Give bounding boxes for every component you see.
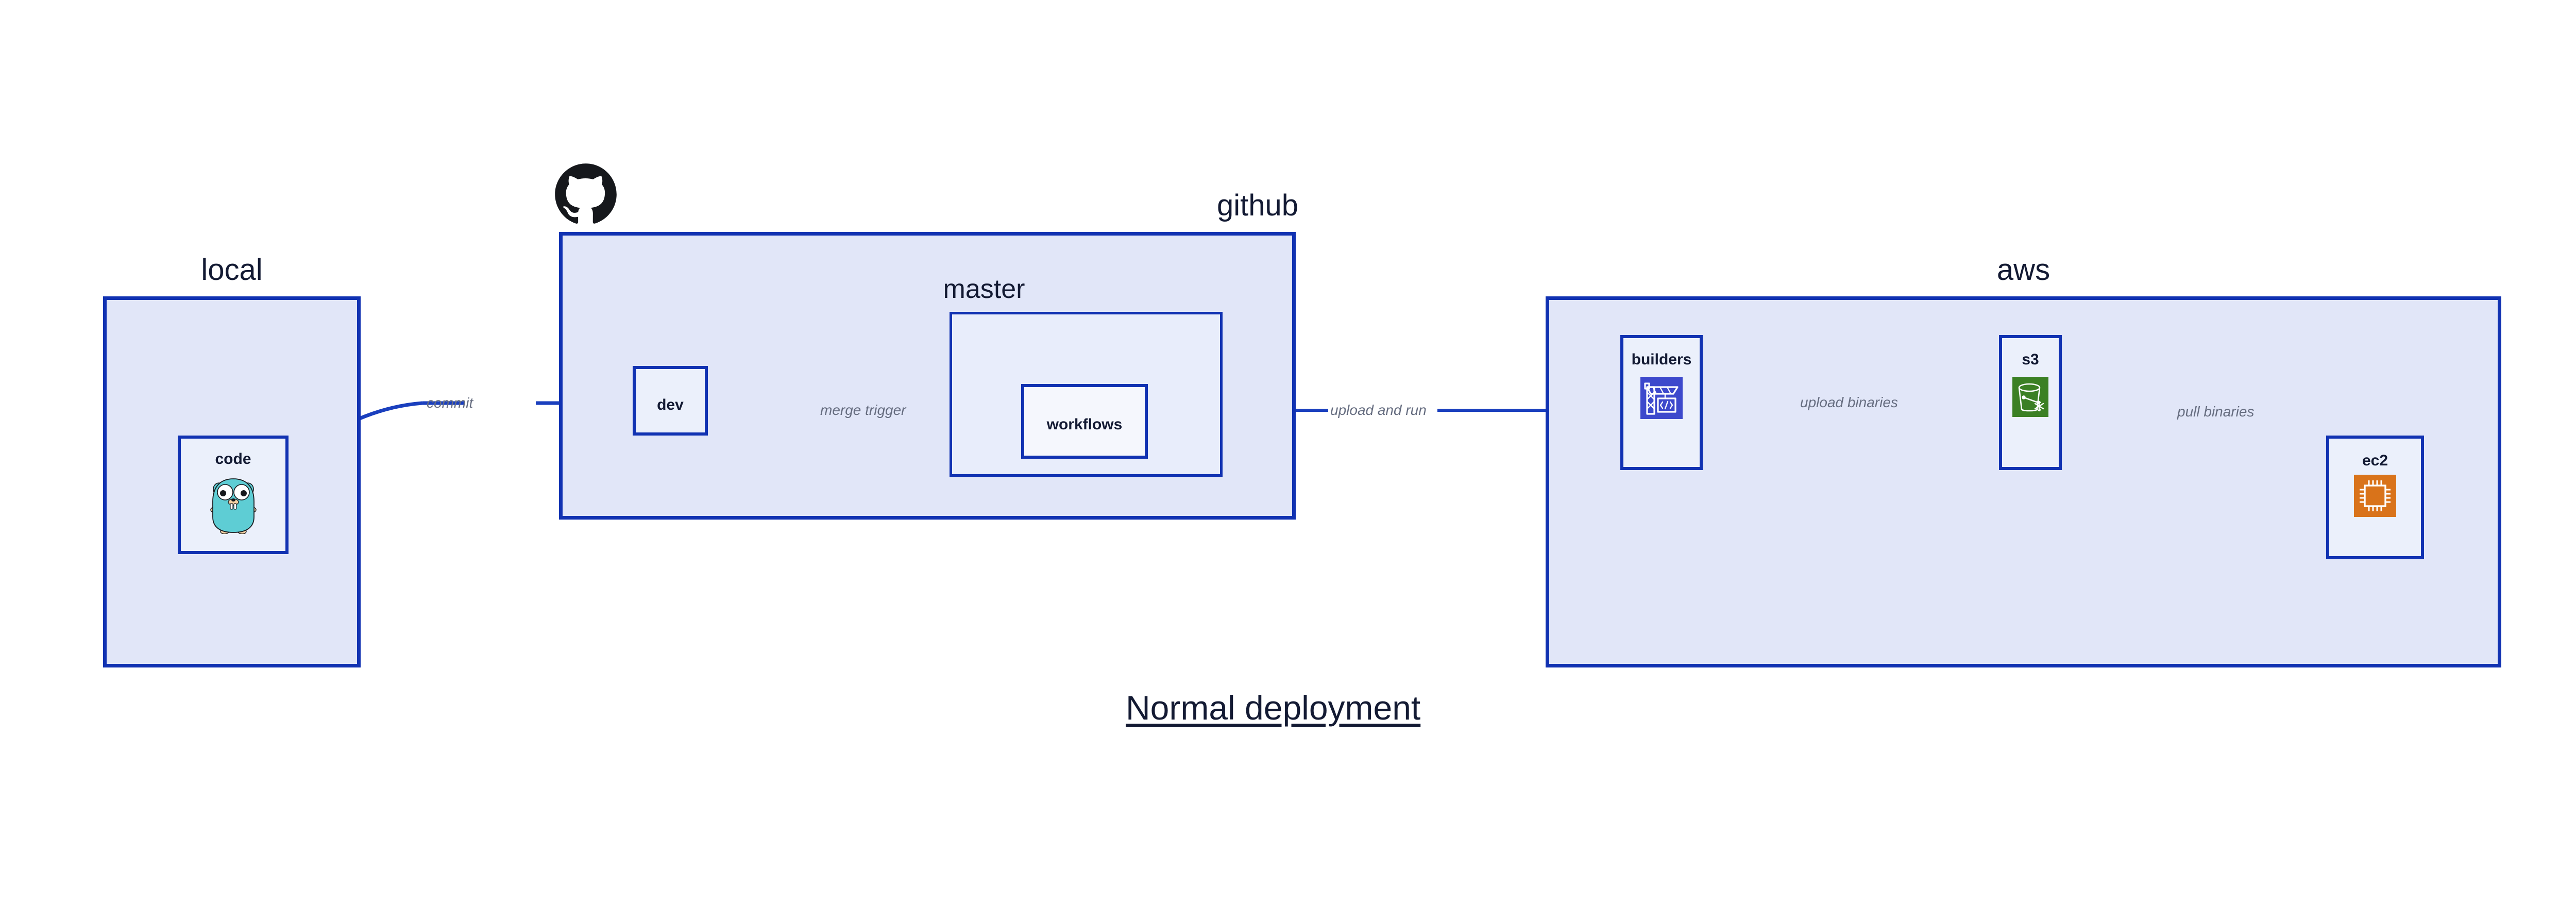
node-builders[interactable]: builders	[1620, 335, 1703, 470]
go-gopher-icon	[208, 475, 259, 534]
aws-ec2-chip-icon	[2354, 475, 2396, 517]
aws-s3-bucket-icon	[2012, 377, 2048, 417]
edge-label-upload-and-run: upload and run	[1330, 402, 1427, 418]
edge-label-upload-binaries: upload binaries	[1800, 394, 1898, 410]
group-label-local: local	[201, 253, 263, 287]
node-code[interactable]: code	[178, 436, 289, 554]
edge-label-pull-binaries: pull binaries	[2177, 404, 2255, 420]
node-workflows[interactable]: workflows	[1021, 384, 1148, 459]
page-title: Normal deployment	[1126, 689, 1421, 727]
github-octocat-icon	[552, 161, 619, 228]
group-label-github: github	[1216, 189, 1298, 222]
node-dev[interactable]: dev	[633, 366, 708, 436]
aws-builders-crane-icon	[1640, 377, 1683, 419]
node-label-s3: s3	[2022, 351, 2039, 368]
edge-label-merge-trigger: merge trigger	[820, 402, 906, 418]
edge-label-commit: commit	[427, 395, 473, 411]
node-label-workflows: workflows	[1046, 416, 1123, 433]
subgroup-label-master: master	[943, 274, 1025, 304]
group-label-aws: aws	[1996, 253, 2050, 287]
node-s3[interactable]: s3	[1999, 335, 2062, 470]
node-label-code: code	[215, 450, 251, 467]
node-label-builders: builders	[1631, 351, 1692, 368]
node-ec2[interactable]: ec2	[2326, 436, 2424, 559]
node-label-ec2: ec2	[2362, 452, 2388, 469]
node-label-dev: dev	[657, 396, 684, 413]
